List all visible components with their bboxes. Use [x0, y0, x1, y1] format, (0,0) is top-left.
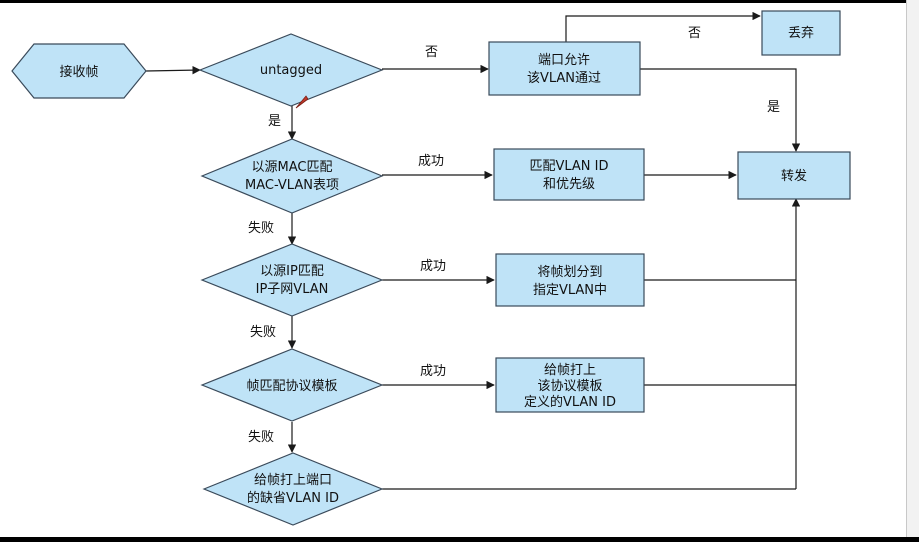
mac-result-line1: 匹配VLAN ID — [529, 159, 608, 174]
label-port-no: 否 — [688, 26, 701, 41]
mac-match-line2: MAC-VLAN表项 — [245, 178, 339, 193]
frame-bottom-border — [0, 537, 919, 542]
label-port-yes: 是 — [767, 100, 780, 115]
node-proto-result: 给帧打上 该协议模板 定义的VLAN ID — [495, 357, 645, 413]
label-untagged-yes: 是 — [268, 114, 281, 129]
edge-port-yes-forward — [640, 68, 801, 152]
frame-top-border — [0, 0, 919, 3]
vertical-scrollbar[interactable] — [906, 0, 919, 542]
label-proto-fail: 失败 — [248, 430, 274, 445]
node-discard: 丢弃 — [761, 10, 841, 56]
edge-labels: 否 否 是 是 成功 失败 成功 失败 成功 失败 — [248, 26, 780, 445]
node-ip-match-decision: 以源IP匹配 IP子网VLAN — [200, 243, 384, 317]
proto-result-line2: 该协议模板 — [537, 379, 602, 394]
node-mac-result: 匹配VLAN ID 和优先级 — [493, 148, 645, 201]
default-vlan-line2: 的缺省VLAN ID — [247, 490, 339, 506]
node-forward: 转发 — [737, 151, 851, 200]
ip-match-line2: IP子网VLAN — [256, 282, 329, 297]
proto-result-line3: 定义的VLAN ID — [524, 394, 616, 410]
mouse-cursor-icon — [295, 95, 309, 109]
node-ip-result: 将帧划分到 指定VLAN中 — [495, 253, 645, 307]
ip-result-line2: 指定VLAN中 — [533, 283, 607, 298]
node-default-vlan-decision: 给帧打上端口 的缺省VLAN ID — [202, 452, 384, 526]
label-ip-success: 成功 — [420, 259, 446, 274]
label-mac-success: 成功 — [418, 154, 444, 169]
ip-result-line1: 将帧划分到 — [537, 265, 602, 280]
edge-port-no-discard — [565, 11, 761, 42]
forward-label: 转发 — [781, 168, 807, 184]
ip-match-line1: 以源IP匹配 — [260, 264, 324, 279]
node-port-allow: 端口允许 该VLAN通过 — [488, 41, 641, 96]
untagged-label: untagged — [260, 63, 322, 78]
default-vlan-line1: 给帧打上端口 — [254, 473, 332, 488]
vlan-assignment-flowchart: 接收帧 untagged 端口允许 该VLAN通过 丢弃 转发 以源MAC匹配 … — [11, 10, 851, 526]
label-mac-fail: 失败 — [248, 221, 274, 236]
proto-match-label: 帧匹配协议模板 — [246, 379, 337, 394]
port-allow-line2: 该VLAN通过 — [527, 71, 601, 86]
mac-match-line1: 以源MAC匹配 — [252, 160, 333, 175]
label-untagged-no: 否 — [425, 45, 438, 60]
edge-receive-to-untagged — [145, 65, 201, 75]
discard-label: 丢弃 — [788, 26, 814, 41]
node-proto-match-decision: 帧匹配协议模板 — [200, 348, 384, 422]
port-allow-line1: 端口允许 — [538, 52, 590, 68]
label-ip-fail: 失败 — [250, 325, 276, 340]
node-receive-frame: 接收帧 — [11, 43, 147, 99]
mac-result-line2: 和优先级 — [543, 177, 595, 192]
receive-frame-label: 接收帧 — [59, 64, 98, 80]
proto-result-line1: 给帧打上 — [544, 363, 596, 378]
connectors — [145, 11, 801, 490]
label-proto-success: 成功 — [420, 364, 446, 379]
node-mac-match-decision: 以源MAC匹配 MAC-VLAN表项 — [200, 138, 384, 214]
node-untagged-decision: untagged — [198, 33, 384, 107]
